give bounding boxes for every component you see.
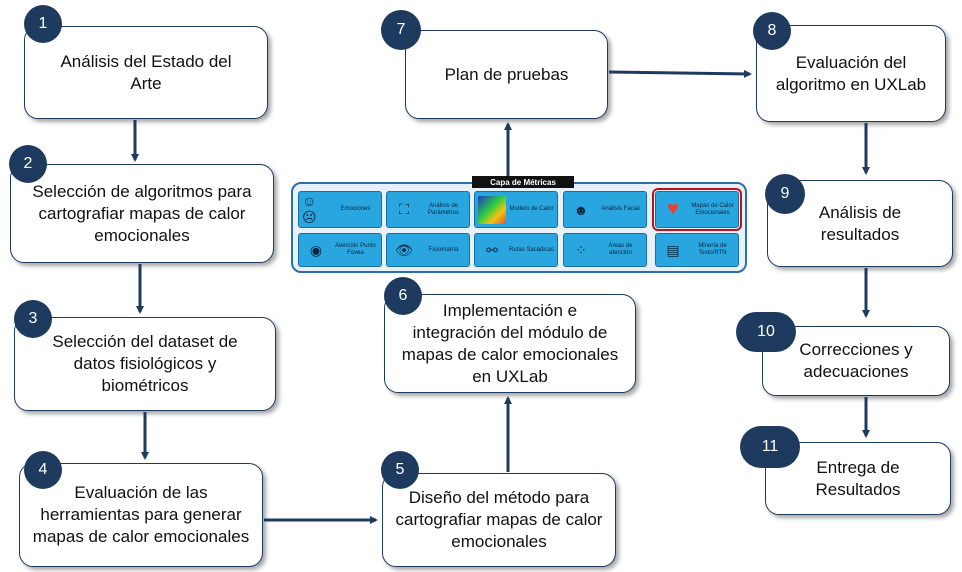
heatmap-icon [478, 195, 506, 224]
metric-tile-label: Análisis Facial [601, 206, 640, 212]
step-3-badge: 3 [14, 300, 52, 338]
step-9-badge: 9 [765, 174, 805, 214]
step-11-text: Entrega de Resultados [815, 457, 901, 499]
step-6-badge: 6 [384, 277, 422, 315]
step-1-box: Análisis del Estado del Arte [24, 26, 268, 119]
metric-tile-label: Mapas de Calor Emocionales [691, 202, 734, 216]
metric-tile-label: Análisis de Parámetros [427, 202, 459, 216]
metric-tile-label: Rutas Sacádicas [508, 246, 555, 253]
text-mining-icon: ▤ [666, 241, 680, 258]
step-10-text: Correcciones y adecuaciones [799, 340, 913, 381]
metric-tile-emociones: ☺☹ Emociones [298, 191, 382, 228]
step-1-text: Análisis del Estado del Arte [60, 51, 232, 93]
step-9-box: Análisis de resultados [767, 180, 953, 267]
metric-tile-rutas: ⚯ Rutas Sacádicas [474, 233, 558, 267]
metric-tile-label: Atención Punto Fovea [335, 243, 376, 256]
step-4-text: Evaluación de las herramientas para gene… [32, 483, 250, 546]
step-4-badge: 4 [24, 451, 62, 489]
step-1-badge: 1 [24, 5, 62, 43]
step-7-text: Plan de pruebas [444, 64, 569, 84]
step-3-box: Selección del dataset de datos fisiológi… [14, 317, 276, 411]
network-icon: ⚯ [486, 241, 498, 258]
metric-tile-fisiomatria: 👁 Fisiomatría [386, 233, 470, 267]
step-2-text: Selección de algoritmos para cartografia… [32, 181, 252, 245]
arrow-7-8 [608, 69, 752, 78]
metrics-layer-title: Capa de Métricas [472, 176, 574, 188]
step-5-box: Diseño del método para cartografiar mapa… [382, 473, 616, 567]
step-5-badge: 5 [381, 451, 419, 489]
nodes-icon: ⁘ [575, 241, 587, 258]
step-7-box: Plan de pruebas [405, 30, 608, 119]
metric-tile-label: Modelo de Calor [509, 206, 554, 212]
step-2-badge: 2 [9, 145, 47, 183]
step-8-badge: 8 [753, 12, 791, 50]
step-5-text: Diseño del método para cartografiar mapa… [395, 488, 603, 551]
metric-tile-analisis-facial: ☻ Análisis Facial [563, 191, 647, 228]
metric-tile-label: Áreas de atención [608, 243, 633, 256]
face-analysis-icon: ☻ [573, 201, 589, 218]
step-4-box: Evaluación de las herramientas para gene… [19, 463, 263, 567]
step-10-badge: 10 [736, 312, 796, 352]
metric-tile-parametros: ⛶ Análisis de Parámetros [386, 191, 470, 228]
face-scan-icon: ⛶ [399, 201, 409, 217]
step-7-badge: 7 [381, 10, 421, 50]
step-6-box: Implementación e integración del módulo … [384, 294, 636, 393]
emoji-faces-icon: ☺☹ [302, 193, 317, 225]
step-3-text: Selección del dataset de datos fisiológi… [52, 332, 238, 395]
metric-tile-label: Emociones [340, 206, 371, 212]
step-9-text: Análisis de resultados [818, 202, 902, 244]
metric-tile-label: Minería de Texto/RTN [698, 243, 727, 256]
eye-icon: 👁 [395, 241, 413, 258]
step-8-box: Evaluación del algoritmo en UXLab [756, 25, 946, 122]
heart-heatmap-icon: ♥ [667, 198, 679, 220]
brain-icon: ◉ [309, 241, 323, 258]
step-6-text: Implementación e integración del módulo … [401, 300, 619, 386]
metric-tile-mapas-calor: ♥ Mapas de Calor Emocionales [652, 188, 742, 231]
metric-tile-areas: ⁘ Áreas de atención [563, 233, 647, 267]
step-11-badge: 11 [740, 426, 800, 468]
metric-tile-atencion: ◉ Atención Punto Fovea [298, 233, 382, 267]
metric-tile-mineria: ▤ Minería de Texto/RTN [655, 233, 739, 267]
metric-tile-label: Fisiomatría [428, 246, 459, 253]
metric-tile-modelo-calor: Modelo de Calor [474, 191, 558, 228]
step-8-text: Evaluación del algoritmo en UXLab [775, 52, 927, 94]
step-2-box: Selección de algoritmos para cartografia… [10, 164, 274, 263]
